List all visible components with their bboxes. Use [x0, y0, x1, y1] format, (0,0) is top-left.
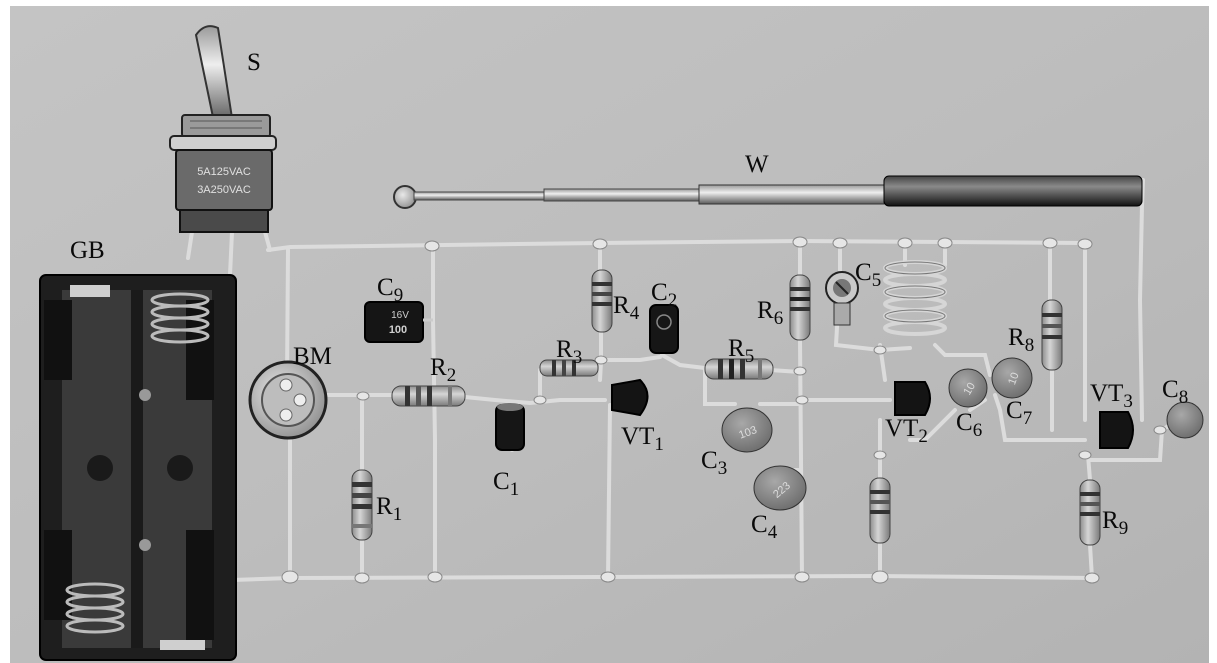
resistor-r9 [1079, 479, 1101, 546]
capacitor-c7: 10 [991, 357, 1033, 399]
toggle-switch: 5A125VAC 3A250VAC [169, 25, 277, 233]
c3-code: 103 [737, 424, 758, 442]
label-microphone-bm: BM [293, 343, 332, 370]
capacitor-c2 [649, 304, 679, 354]
capacitor-c4: 223 [753, 465, 807, 511]
capacitor-c6: 10 [948, 368, 988, 408]
label-r2: R2 [430, 354, 457, 386]
label-c3: C3 [701, 447, 728, 479]
resistor-r5 [704, 358, 774, 380]
capacitor-c9: 16V 100 [364, 301, 433, 343]
capacitor-c8 [1166, 401, 1204, 439]
battery-holder [39, 274, 237, 661]
label-r9: R9 [1102, 507, 1129, 539]
label-r3: R3 [556, 336, 583, 368]
c7-code: 10 [1006, 371, 1021, 387]
resistor-emitter-vt2 [869, 477, 891, 544]
resistor-r4 [591, 269, 613, 333]
transistor-vt2 [894, 381, 931, 416]
c6-code: 10 [961, 381, 978, 398]
label-c4: C4 [751, 511, 778, 543]
label-battery-gb: GB [70, 237, 105, 264]
label-c2: C2 [651, 279, 678, 311]
transistor-vt3 [1099, 411, 1134, 449]
switch-rating-line1: 5A125VAC [197, 166, 251, 178]
resistor-r3 [539, 359, 599, 377]
label-c8: C8 [1162, 376, 1189, 408]
label-r8: R8 [1008, 324, 1035, 356]
resistor-r6 [789, 274, 811, 341]
label-c6: C6 [956, 409, 983, 441]
label-r6: R6 [757, 297, 784, 329]
transistor-vt1 [611, 378, 649, 417]
label-c9: C9 [377, 274, 404, 306]
capacitor-c3: 103 [721, 407, 773, 453]
label-antenna-w: W [745, 151, 769, 178]
label-c1: C1 [493, 468, 520, 500]
solder-joints [281, 236, 1167, 584]
c9-voltage-marking: 16V [391, 310, 409, 321]
label-vt2: VT2 [885, 415, 928, 447]
capacitor-c1 [495, 403, 525, 451]
c9-capacity-marking: 100 [389, 324, 407, 336]
label-vt3: VT3 [1090, 380, 1133, 412]
resistor-r8 [1041, 299, 1063, 371]
label-r5: R5 [728, 335, 755, 367]
trimmer-capacitor-c5 [825, 271, 859, 326]
label-vt1: VT1 [621, 423, 664, 455]
label-r1: R1 [376, 493, 403, 525]
telescopic-antenna [393, 175, 1143, 209]
resistor-r2 [391, 385, 466, 407]
label-r4: R4 [613, 292, 640, 324]
label-c5: C5 [855, 259, 882, 291]
resistor-r1 [351, 469, 373, 541]
switch-rating-line2: 3A250VAC [197, 184, 251, 196]
electret-microphone [248, 360, 328, 440]
label-switch-s: S [247, 49, 261, 76]
label-c7: C7 [1006, 397, 1033, 429]
